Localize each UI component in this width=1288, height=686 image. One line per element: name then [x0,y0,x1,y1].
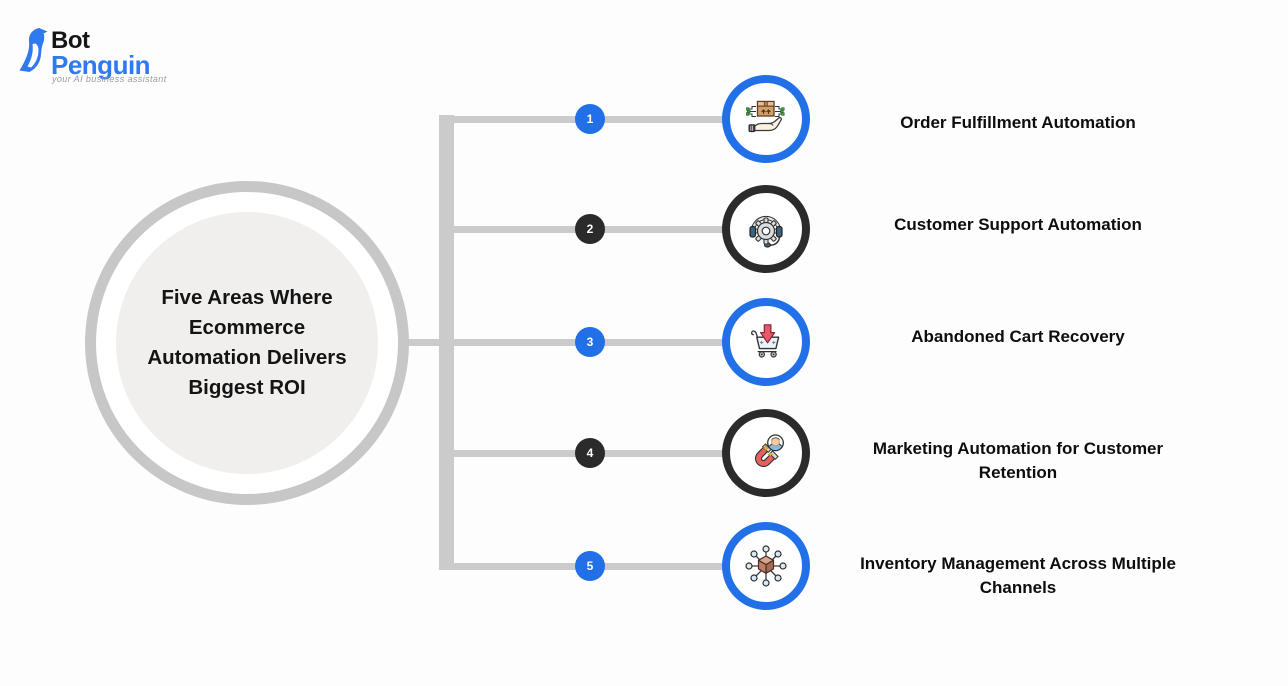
center-title-line: Ecommerce [188,316,306,339]
item-3-label-line: Abandoned Cart Recovery [911,327,1125,346]
item-1-number-badge: 1 [575,104,605,134]
item-2-label-line: Customer Support Automation [894,215,1142,234]
item-5-label: Inventory Management Across Multiple Cha… [833,552,1203,600]
item-5-number: 5 [586,559,594,573]
botpenguin-logo-icon [18,26,48,80]
item-1-label: Order Fulfillment Automation [833,111,1203,135]
item-1-number: 1 [586,112,594,126]
item-3-icon-circle [722,298,810,386]
item-4-label-line: Retention [978,463,1058,482]
center-circle: Five Areas Where Ecommerce Automation De… [116,212,378,474]
item-3-label: Abandoned Cart Recovery [833,325,1203,349]
logo-text-bot: Bot [51,27,90,54]
item-2-icon-circle [722,185,810,273]
gear-headset-icon [749,215,783,248]
center-title-line: Five Areas Where [161,286,333,309]
item-5-number-badge: 5 [575,551,605,581]
item-4-icon-circle [722,409,810,497]
item-4-number: 4 [586,446,594,460]
item-5-label-line: Inventory Management Across Multiple [860,554,1176,573]
center-title-line: Automation Delivers [147,346,347,369]
connector-branch-3 [406,339,726,346]
item-2-number: 2 [586,222,594,236]
cube-distribution-icon [745,545,787,587]
item-1-icon-circle [722,75,810,163]
item-1-label-line: Order Fulfillment Automation [900,113,1136,132]
logo-tagline: your AI business assistant [52,74,167,84]
item-3-number-badge: 3 [575,327,605,357]
item-5-label-line: Channels [979,578,1057,597]
logo-text-penguin: Penguin [51,50,151,80]
item-4-label-line: Marketing Automation for Customer [872,439,1164,458]
magnet-customer-icon [755,434,784,467]
item-2-label: Customer Support Automation [833,213,1203,237]
connector-trunk [439,115,454,570]
item-5-icon-circle [722,522,810,610]
item-4-number-badge: 4 [575,438,605,468]
package-in-hand-icon [746,100,785,133]
center-title-line: Biggest ROI [188,376,306,399]
cart-down-arrow-icon [751,324,780,358]
item-4-label: Marketing Automation for Customer Retent… [833,437,1203,485]
item-2-number-badge: 2 [575,214,605,244]
item-3-number: 3 [586,335,594,349]
